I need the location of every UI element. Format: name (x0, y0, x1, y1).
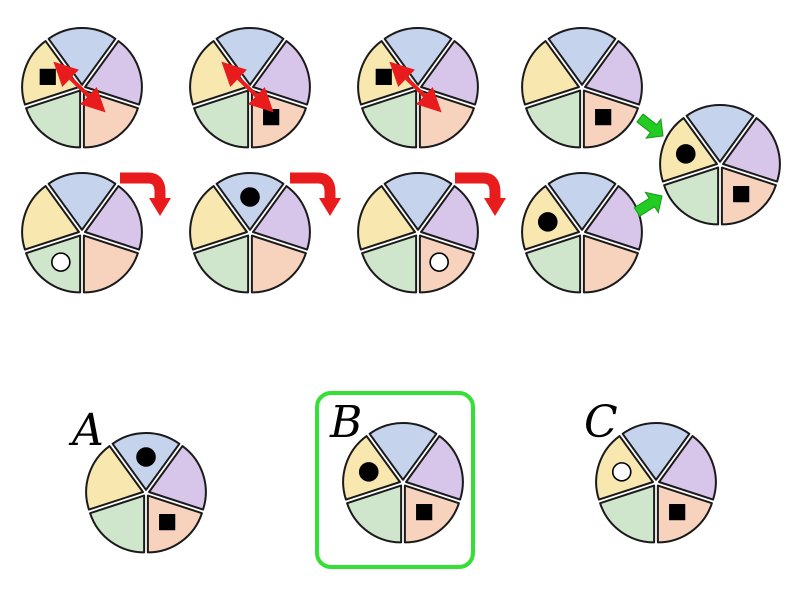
option-label: B (329, 397, 362, 448)
selection-box (315, 391, 475, 569)
option-a[interactable]: A (68, 405, 207, 554)
sector-right (405, 435, 464, 501)
sector-left (521, 40, 580, 106)
sector-top (383, 172, 453, 231)
sector-right (420, 185, 479, 251)
sector-left (357, 185, 416, 251)
option-c[interactable]: C (584, 397, 717, 544)
sector-right (584, 40, 643, 106)
sector-right (252, 185, 311, 251)
sector-right (148, 445, 207, 511)
sector-top (621, 422, 691, 481)
sector-right (84, 185, 143, 251)
option-wheel (85, 432, 207, 554)
circle-marker (537, 212, 558, 232)
sector-bottom-left (525, 234, 582, 294)
option-wheel (342, 422, 464, 544)
circle-marker (429, 252, 449, 272)
swap-arrow-icon (389, 61, 442, 113)
sector-top (383, 27, 453, 86)
sector-top (368, 422, 438, 481)
combine-arrow-icon (636, 113, 664, 139)
sector-bottom-left (525, 89, 582, 149)
circle-marker (51, 252, 71, 272)
sector-top (215, 27, 285, 86)
sector-bottom-left (346, 484, 403, 544)
sector-left (189, 185, 248, 251)
swap-wheel-4 (521, 27, 643, 149)
arrows-layer (53, 61, 664, 217)
option-wheel (595, 422, 717, 544)
square-marker (39, 68, 56, 85)
rotate-arrow-icon (120, 172, 171, 216)
square-marker (669, 504, 686, 521)
circle-marker (675, 144, 696, 164)
sector-bottom-left (599, 484, 656, 544)
sector-top (547, 172, 617, 231)
option-b[interactable]: B (315, 391, 475, 569)
square-marker (375, 68, 392, 85)
sector-right (722, 117, 781, 183)
sector-bottom-left (193, 234, 250, 294)
sector-bottom-left (89, 494, 146, 554)
sector-bottom-left (361, 234, 418, 294)
rotate-arrow-icon (455, 172, 506, 216)
circle-marker (358, 462, 379, 482)
square-marker (595, 109, 612, 126)
swap-arrow-icon (221, 61, 274, 113)
result-wheel (659, 104, 781, 226)
combine-arrow-icon (633, 191, 663, 217)
sector-right (658, 435, 717, 501)
sector-top (547, 27, 617, 86)
sector-bottom-right (82, 234, 139, 294)
sector-top (685, 104, 755, 163)
circle-marker (611, 462, 632, 482)
rotate-wheel-3 (357, 172, 479, 294)
sector-top (47, 27, 117, 86)
rotate-wheel-1 (21, 172, 143, 294)
square-marker (416, 504, 433, 521)
sector-top (47, 172, 117, 231)
rotate-wheel-2 (189, 172, 311, 294)
square-marker (159, 514, 176, 531)
rotate-arrow-icon (290, 172, 341, 216)
wheels-layer (21, 27, 781, 294)
sector-bottom-right (582, 234, 639, 294)
rotate-wheel-4 (521, 172, 643, 294)
square-marker (263, 109, 280, 126)
swap-arrow-icon (53, 61, 106, 113)
sector-left (21, 185, 80, 251)
option-label: A (68, 405, 104, 456)
square-marker (733, 186, 750, 203)
sector-bottom-right (250, 234, 307, 294)
sector-left (85, 445, 144, 511)
circle-marker (240, 187, 260, 207)
options-layer: A B C (68, 391, 717, 569)
sector-bottom-left (663, 166, 720, 226)
option-label: C (584, 397, 618, 448)
circle-marker (136, 447, 156, 467)
